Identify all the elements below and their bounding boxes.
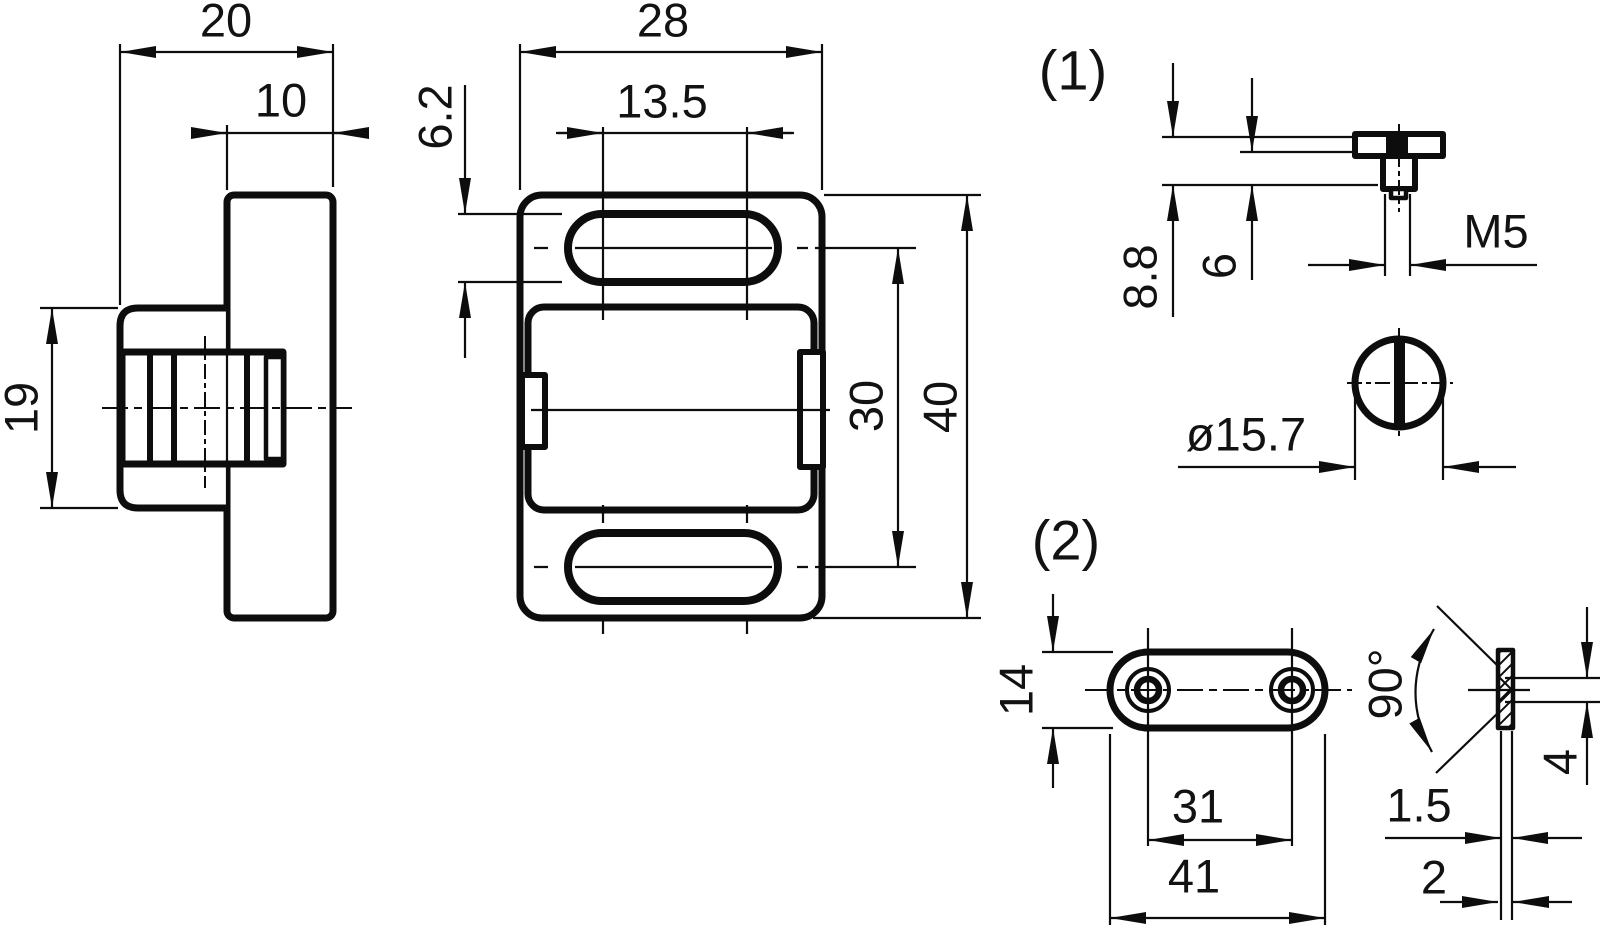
part2-hole-center-lines <box>1146 628 1294 846</box>
dim-housing-height-19: 19 <box>0 306 118 510</box>
dim-label-slot-row-spacing: 30 <box>840 380 893 432</box>
part1-screw-section <box>1386 137 1408 153</box>
dim-part2-total-thickness-2: 2 <box>1421 851 1572 908</box>
dim-part2-plate-length-41: 41 <box>1110 850 1325 924</box>
dim-part2-plate-width-14: 14 <box>990 594 1059 788</box>
dim-label-part2-countersink-angle: 90° <box>1359 648 1412 719</box>
dim-slot-row-spacing-30: 30 <box>815 246 916 569</box>
dim-label-plate-thickness: 10 <box>255 74 307 127</box>
dim-slot-width-6-2: 6.2 <box>409 84 562 358</box>
extension-lines <box>813 193 981 620</box>
dim-label-overall-width: 28 <box>637 0 689 47</box>
extension-lines <box>518 44 824 190</box>
dim-part1-overall-height-8-8: 8.8 <box>1114 63 1179 317</box>
part1-screwdriver-slot <box>1394 341 1405 425</box>
front-view-middle-band <box>524 303 818 514</box>
part1-disc-centerlines <box>1347 328 1453 438</box>
dim-label-overall-depth: 20 <box>200 0 252 47</box>
slot-centerlines <box>534 246 808 569</box>
part2-countersink-angle-lines <box>1435 605 1501 774</box>
front-view: 28 13.5 6.2 30 40 <box>409 0 981 634</box>
part-1-view: (1) 8.8 6 M5 ø15.7 <box>1039 39 1537 480</box>
dim-label-slot-center-distance: 13.5 <box>616 75 707 128</box>
side-view: 20 10 19 <box>0 0 369 622</box>
dim-part2-countersink-diameter-4: 4 <box>1534 607 1593 785</box>
dim-overall-width-28: 28 <box>518 0 824 190</box>
dim-label-part2-plate-width: 14 <box>990 664 1043 716</box>
part2-countersink-profile <box>1498 676 1513 704</box>
extension-lines <box>458 212 562 284</box>
dim-label-slot-width: 6.2 <box>409 84 462 149</box>
part-2-label: (2) <box>1032 509 1100 572</box>
dim-label-part2-plate-length: 41 <box>1168 850 1220 903</box>
dim-overall-depth-20: 20 <box>118 0 335 305</box>
dim-part2-sheet-thickness-1-5: 1.5 <box>1385 779 1582 844</box>
dim-part1-thread-m5: M5 <box>1308 205 1537 271</box>
extension-and-dimension-line <box>191 125 369 190</box>
dim-part1-boss-height-6: 6 <box>1193 78 1258 280</box>
part2-extension-lines <box>1042 650 1327 925</box>
dim-label-part1-thread: M5 <box>1463 205 1528 258</box>
dim-label-part2-sheet-thickness: 1.5 <box>1386 779 1451 832</box>
part-2-view: (2) 14 31 41 90° <box>990 509 1600 925</box>
dim-label-part1-boss-height: 6 <box>1193 253 1246 279</box>
dim-label-part1-overall-height: 8.8 <box>1114 244 1167 309</box>
part2-section-extension-lines <box>1499 676 1600 920</box>
dim-part2-hole-spacing-31: 31 <box>1148 780 1292 846</box>
dim-label-overall-height: 40 <box>914 381 967 433</box>
dim-label-part2-total-thickness: 2 <box>1421 851 1447 904</box>
slot-center-ticks <box>601 127 749 634</box>
part2-angle-arc <box>1409 628 1435 753</box>
extension-lines <box>118 44 335 305</box>
dim-part1-disc-diameter-15-7: ø15.7 <box>1178 408 1516 473</box>
part-1-label: (1) <box>1039 39 1107 102</box>
dim-label-part2-hole-spacing: 31 <box>1172 780 1224 833</box>
dim-slot-center-distance-13-5: 13.5 <box>556 75 794 139</box>
dim-label-part2-countersink-diameter: 4 <box>1534 749 1587 775</box>
dim-overall-height-40: 40 <box>813 193 981 620</box>
dim-plate-thickness-10: 10 <box>191 74 369 190</box>
dim-label-housing-height: 19 <box>0 382 48 434</box>
dim-label-part1-disc-diameter: ø15.7 <box>1186 408 1306 461</box>
